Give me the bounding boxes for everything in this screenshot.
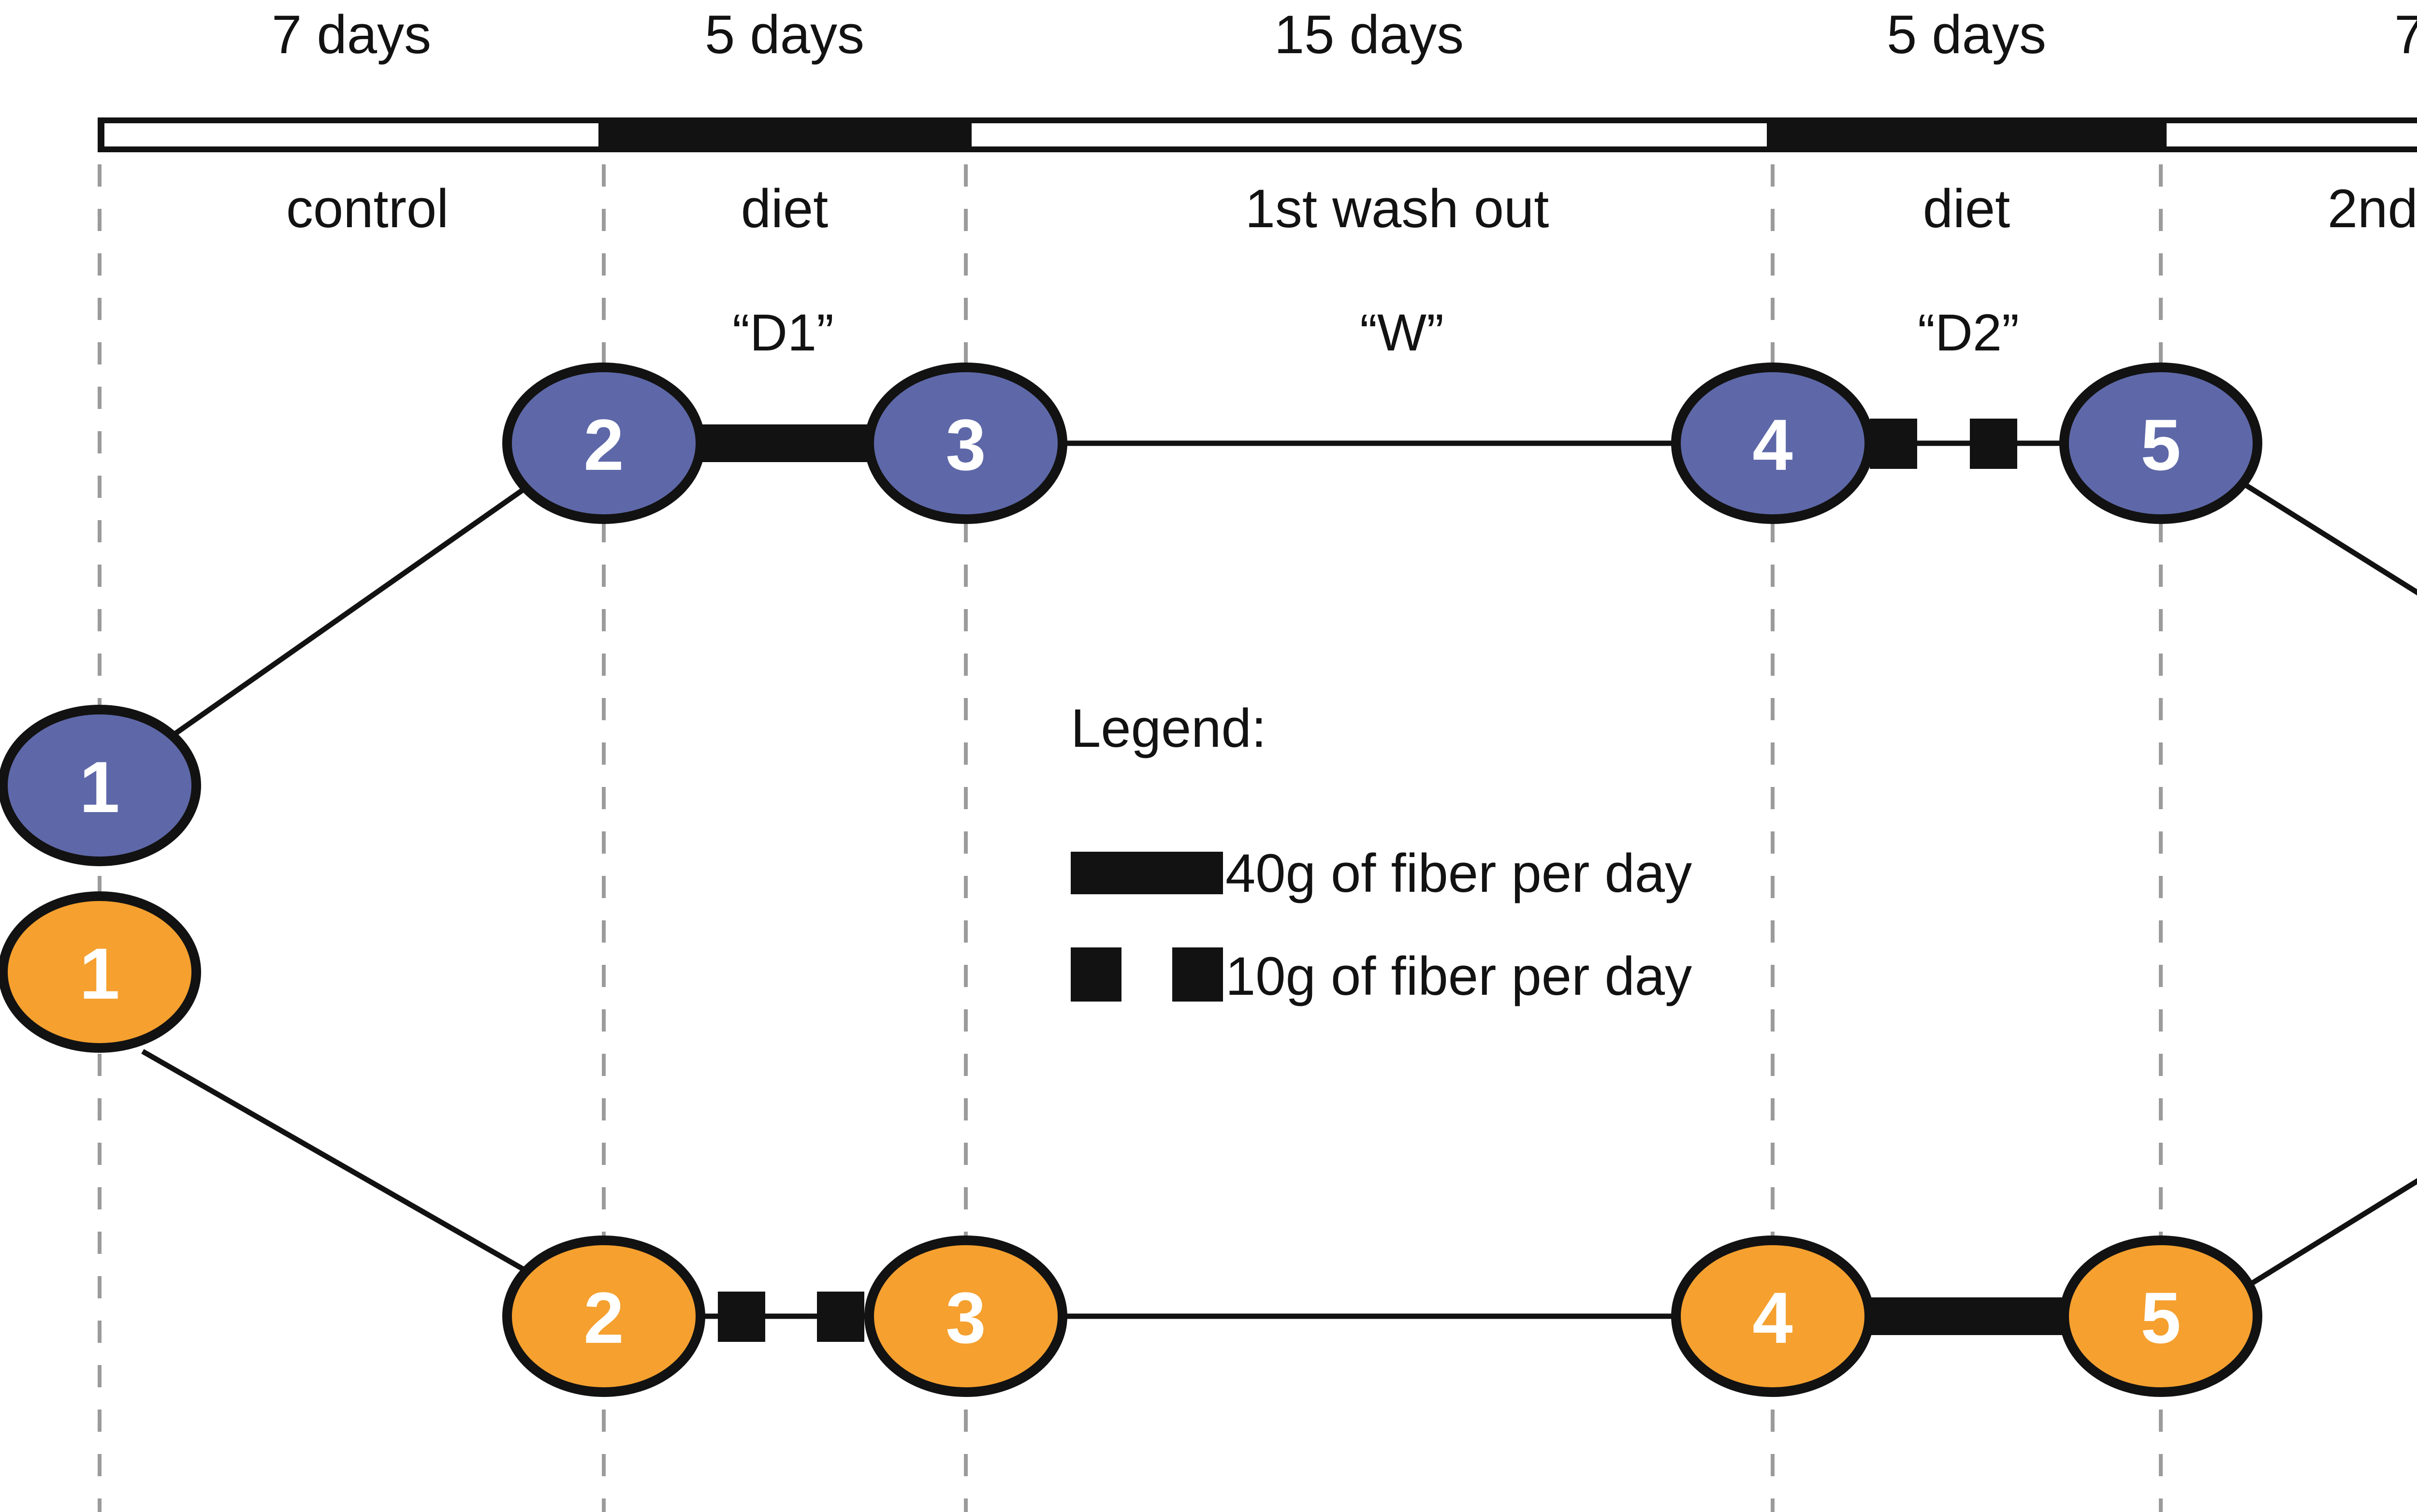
arm-b-node-1-label: 1	[79, 933, 119, 1014]
legend-label-40g: 40g of fiber per day	[1225, 843, 1692, 903]
arm-a-node-1-label: 1	[79, 746, 119, 828]
arm-b-node-1[interactable]: 1	[0, 891, 201, 1053]
duration-label-4: 5 days	[1887, 4, 2046, 65]
arm-a-node-3-label: 3	[946, 404, 986, 485]
arm-a-node-5-shape[interactable]	[2059, 363, 2262, 524]
legend-swatch-dash-10g-2	[1172, 947, 1223, 1002]
arm-a-node-5[interactable]: 5	[2059, 363, 2262, 524]
timeline-bar	[98, 117, 2417, 152]
arm-b-node-3-shape[interactable]	[864, 1236, 1067, 1397]
arm-a-node-2-shape[interactable]	[502, 363, 705, 524]
legend-label-10g: 10g of fiber per day	[1225, 946, 1692, 1006]
duration-label-5: 7 days	[2394, 4, 2417, 65]
phase-code-d1: “D1”	[732, 303, 834, 362]
arm-b-link-1-2	[141, 1049, 562, 1293]
duration-label-1: 7 days	[272, 4, 431, 65]
legend-swatch-solid-40g	[1071, 852, 1223, 894]
arm-a-node-5-label: 5	[2140, 404, 2181, 485]
arm-a-node-3-shape[interactable]	[864, 363, 1067, 524]
legend: Legend: 40g of fiber per day 10g of fibe…	[1071, 698, 1692, 1006]
phase-label-3: 1st wash out	[1245, 178, 1549, 239]
arm-a-node-4-shape[interactable]	[1671, 363, 1874, 524]
arm-b-node-2-shape[interactable]	[502, 1236, 705, 1397]
arm-b-node-5-label: 5	[2140, 1277, 2181, 1358]
arm-a-link-1-2	[141, 459, 565, 759]
arm-a-link-5-6	[2242, 481, 2417, 596]
phase-label-4: diet	[1923, 178, 2010, 239]
timeline-segment-washout-2	[2167, 123, 2417, 146]
arm-a-node-2-label: 2	[583, 404, 624, 485]
arm-a-node-4-label: 4	[1752, 404, 1792, 485]
arm-b-node-2[interactable]: 2	[502, 1236, 705, 1397]
timeline-segment-diet-1	[604, 117, 966, 152]
arm-b-node-2-label: 2	[583, 1277, 624, 1358]
legend-swatch-dash-10g-1	[1071, 947, 1121, 1002]
phase-label-5: 2nd wash out	[2328, 178, 2417, 239]
arm-a-link-4-5-dash-1	[1870, 419, 1917, 469]
arm-b-node-1-shape[interactable]	[0, 891, 201, 1053]
arm-b-link-2-3-dash-1	[718, 1292, 765, 1342]
arm-a-node-2[interactable]: 2	[502, 363, 705, 524]
arm-b-node-4-shape[interactable]	[1671, 1236, 1874, 1397]
phase-label-1: control	[286, 178, 449, 239]
arm-a-node-1[interactable]: 1	[0, 705, 201, 866]
arm-b: 1 2 3 4 5 6	[0, 891, 2417, 1397]
arm-b-link-2-3-dash-2	[817, 1292, 864, 1342]
arm-b-node-4-label: 4	[1752, 1277, 1792, 1358]
duration-label-2: 5 days	[705, 4, 864, 65]
arm-a-node-1-shape[interactable]	[0, 705, 201, 866]
arm-a-node-3[interactable]: 3	[864, 363, 1067, 524]
arm-b-link-5-6	[2246, 1178, 2417, 1288]
arm-b-node-3-label: 3	[946, 1277, 986, 1358]
legend-title: Legend:	[1071, 698, 1267, 758]
phase-code-w: “W”	[1360, 303, 1444, 362]
arm-b-node-5-shape[interactable]	[2059, 1236, 2262, 1397]
timeline-segment-diet-2	[1773, 117, 2161, 152]
duration-label-3: 15 days	[1274, 4, 1464, 65]
phase-code-d2: “D2”	[1918, 303, 2019, 362]
arm-b-node-4[interactable]: 4	[1671, 1236, 1874, 1397]
arm-a-link-4-5-dash-2	[1970, 419, 2017, 469]
arm-a: 1 2 3 4 5 6	[0, 363, 2417, 866]
timeline-segment-control	[104, 123, 598, 146]
arm-b-node-5[interactable]: 5	[2059, 1236, 2262, 1397]
timeline-segment-washout-1	[972, 123, 1767, 146]
arm-a-node-4[interactable]: 4	[1671, 363, 1874, 524]
phase-label-2: diet	[741, 178, 829, 239]
arm-b-node-3[interactable]: 3	[864, 1236, 1067, 1397]
